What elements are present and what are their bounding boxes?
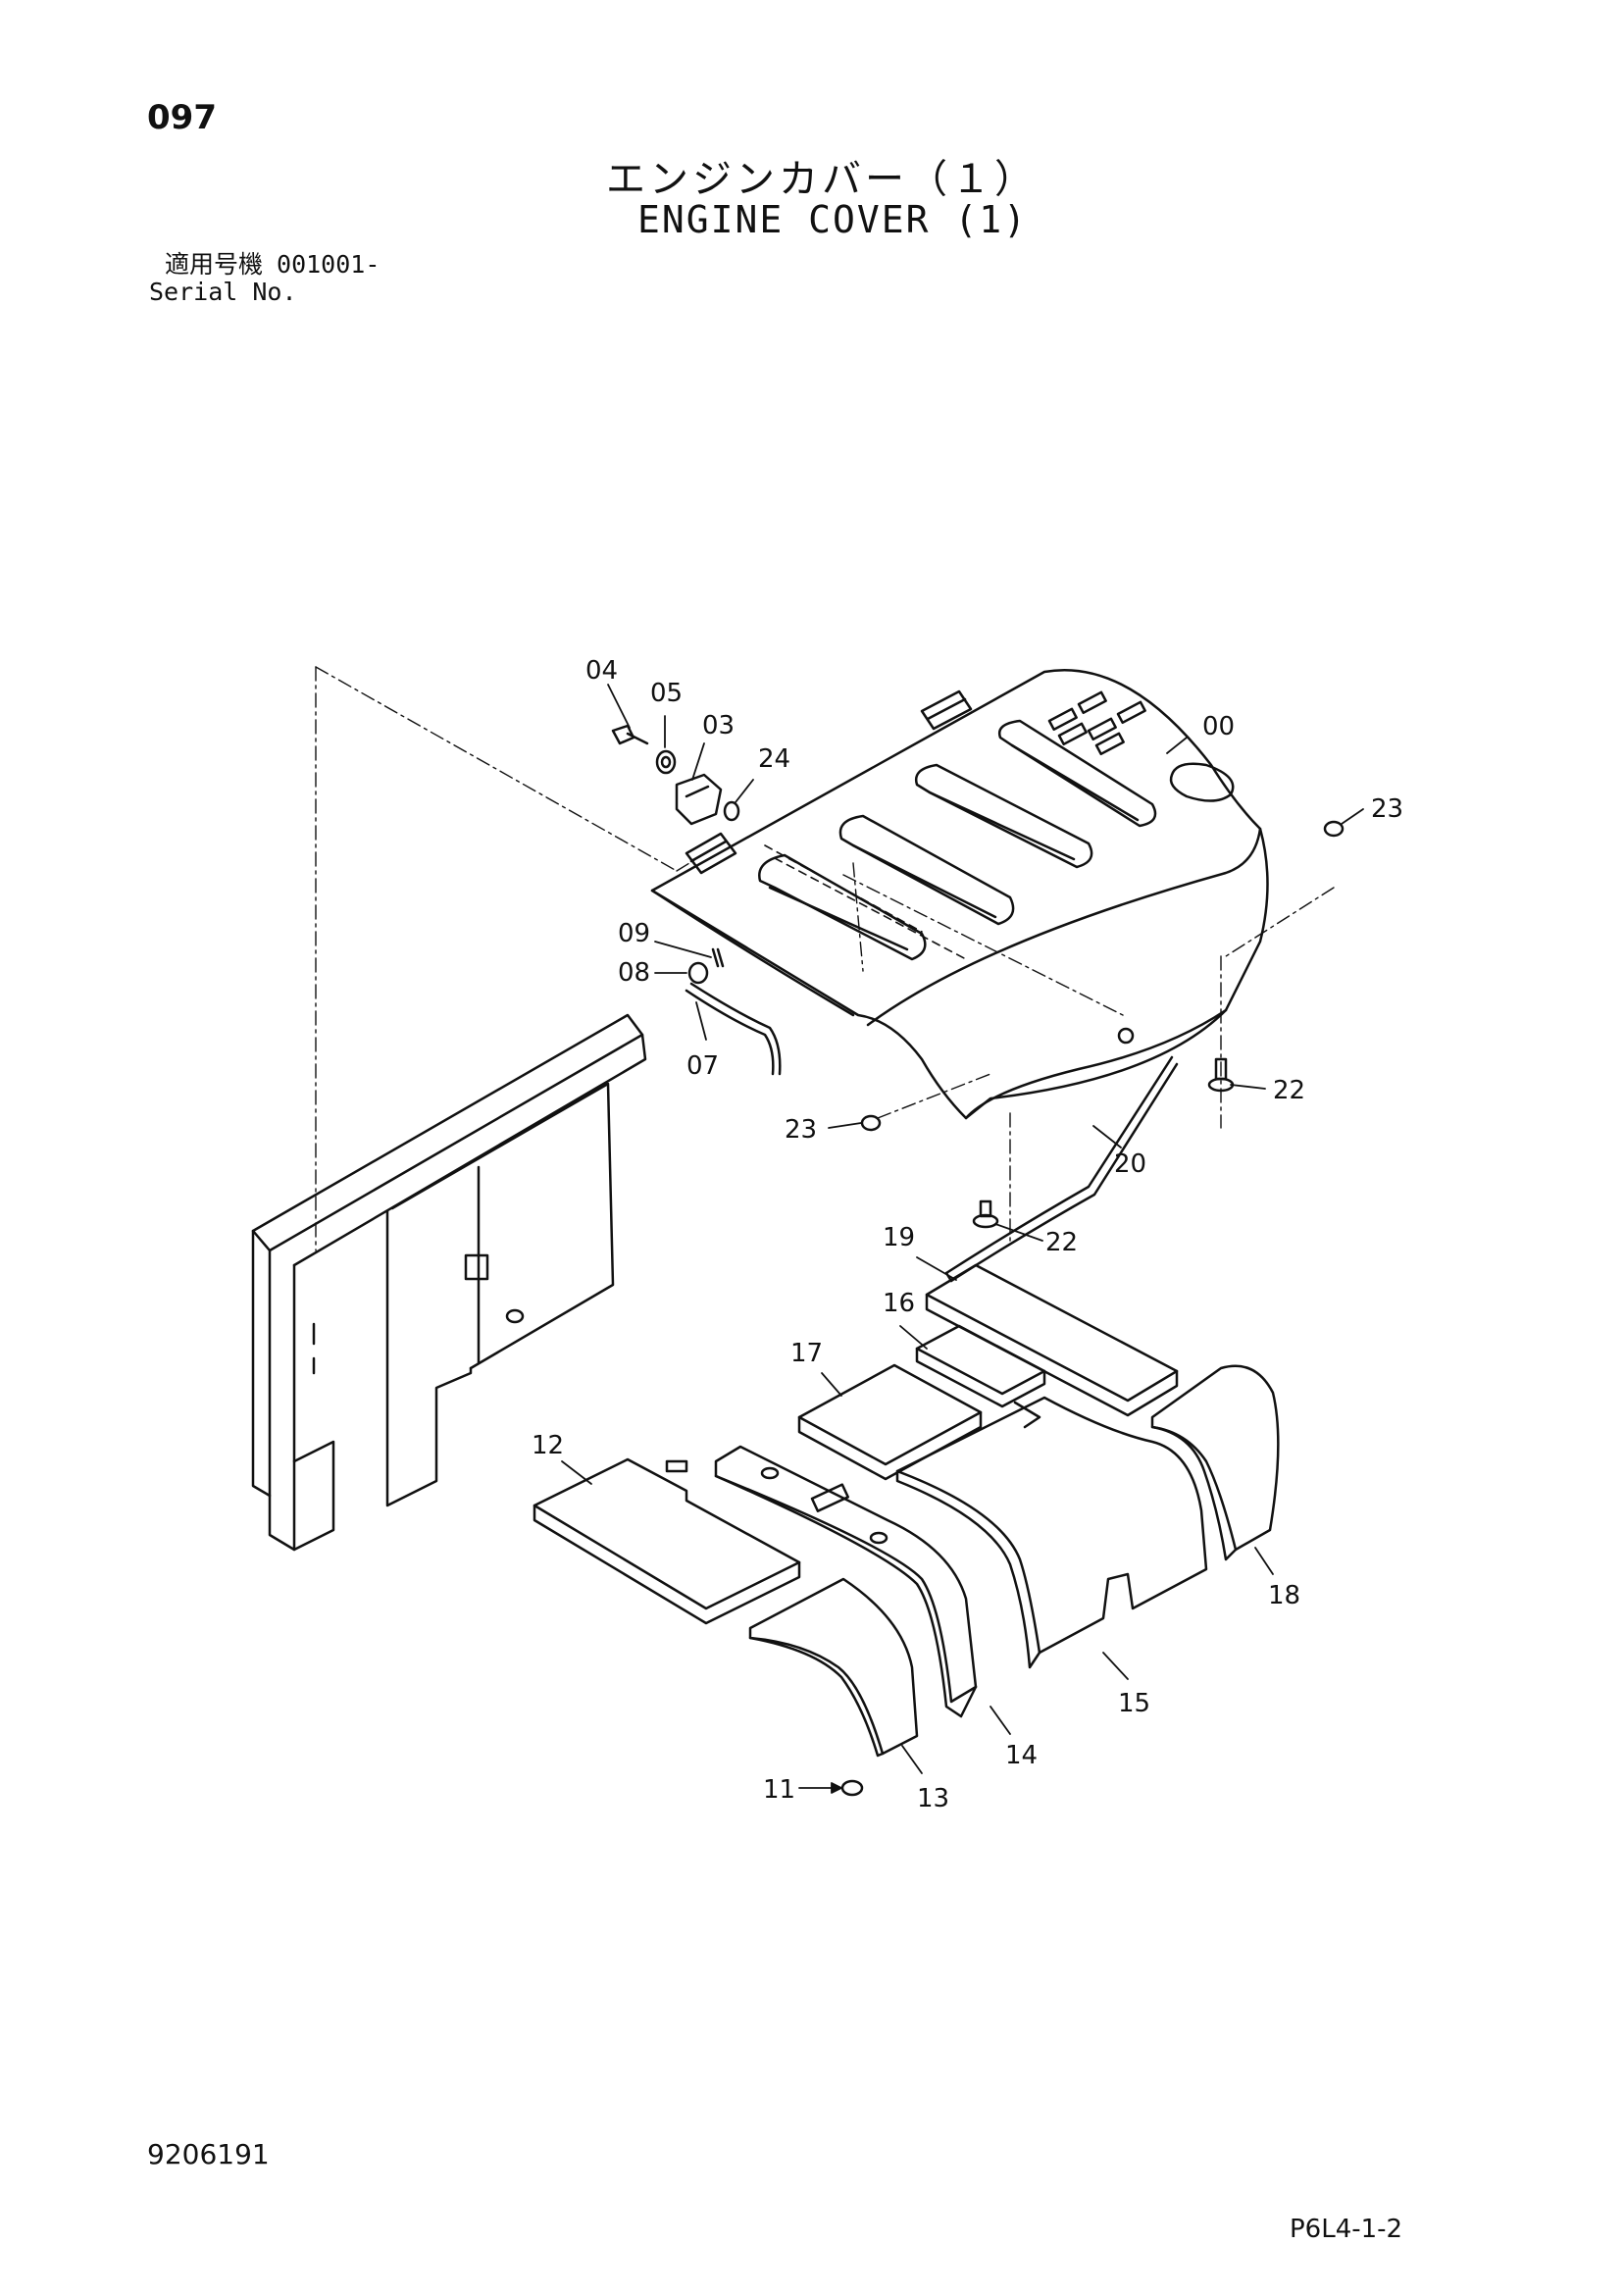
sheet-code: P6L4-1-2: [1290, 2215, 1403, 2244]
latch-assembly: [611, 724, 740, 826]
callout-19: 19: [883, 1223, 915, 1252]
callout-08: 08: [618, 958, 650, 988]
callout-18: 18: [1268, 1581, 1300, 1610]
callout-15: 15: [1118, 1689, 1150, 1718]
title-english: ENGINE COVER (1): [637, 198, 1029, 241]
callout-04: 04: [585, 656, 618, 686]
construction-lines: [315, 666, 1335, 1251]
callout-11: 11: [763, 1775, 795, 1805]
serial-block: 適用号機 001001- Serial No.: [149, 251, 380, 306]
leader-lines: [561, 684, 1364, 1794]
callout-22b: 22: [1045, 1228, 1078, 1257]
callout-23b: 23: [785, 1115, 817, 1145]
callout-labels: 00 03 04 05 07 08 09 11 12 13 14 15 16 1…: [532, 656, 1403, 1813]
callout-16: 16: [883, 1289, 915, 1318]
engine-cover: [650, 668, 1269, 1120]
page-number: 097: [147, 98, 217, 137]
callout-12: 12: [532, 1431, 564, 1460]
callout-13: 13: [917, 1784, 949, 1813]
callout-20: 20: [1114, 1149, 1146, 1179]
callout-07: 07: [686, 1051, 719, 1081]
callout-22a: 22: [1273, 1076, 1305, 1105]
side-panel: [251, 1013, 647, 1552]
callout-00: 00: [1202, 712, 1235, 741]
serial-label-en: Serial No.: [149, 278, 297, 306]
callout-09: 09: [618, 919, 650, 948]
callout-03: 03: [702, 711, 735, 740]
callout-14: 14: [1005, 1741, 1038, 1770]
callout-24: 24: [758, 744, 790, 774]
document-id: 9206191: [147, 2138, 270, 2170]
serial-line-jp: 適用号機 001001-: [149, 251, 380, 279]
title-japanese: エンジンカバー（１）: [606, 157, 1038, 202]
callout-17: 17: [790, 1339, 823, 1368]
callout-23a: 23: [1371, 794, 1403, 824]
insulation-pads: [533, 1263, 1280, 1758]
serial-range: 001001-: [277, 250, 381, 279]
serial-label-jp: 適用号機: [165, 250, 264, 279]
fasteners: [840, 820, 1345, 1797]
callout-05: 05: [650, 679, 683, 708]
stay-rod-assembly: [685, 947, 782, 1076]
